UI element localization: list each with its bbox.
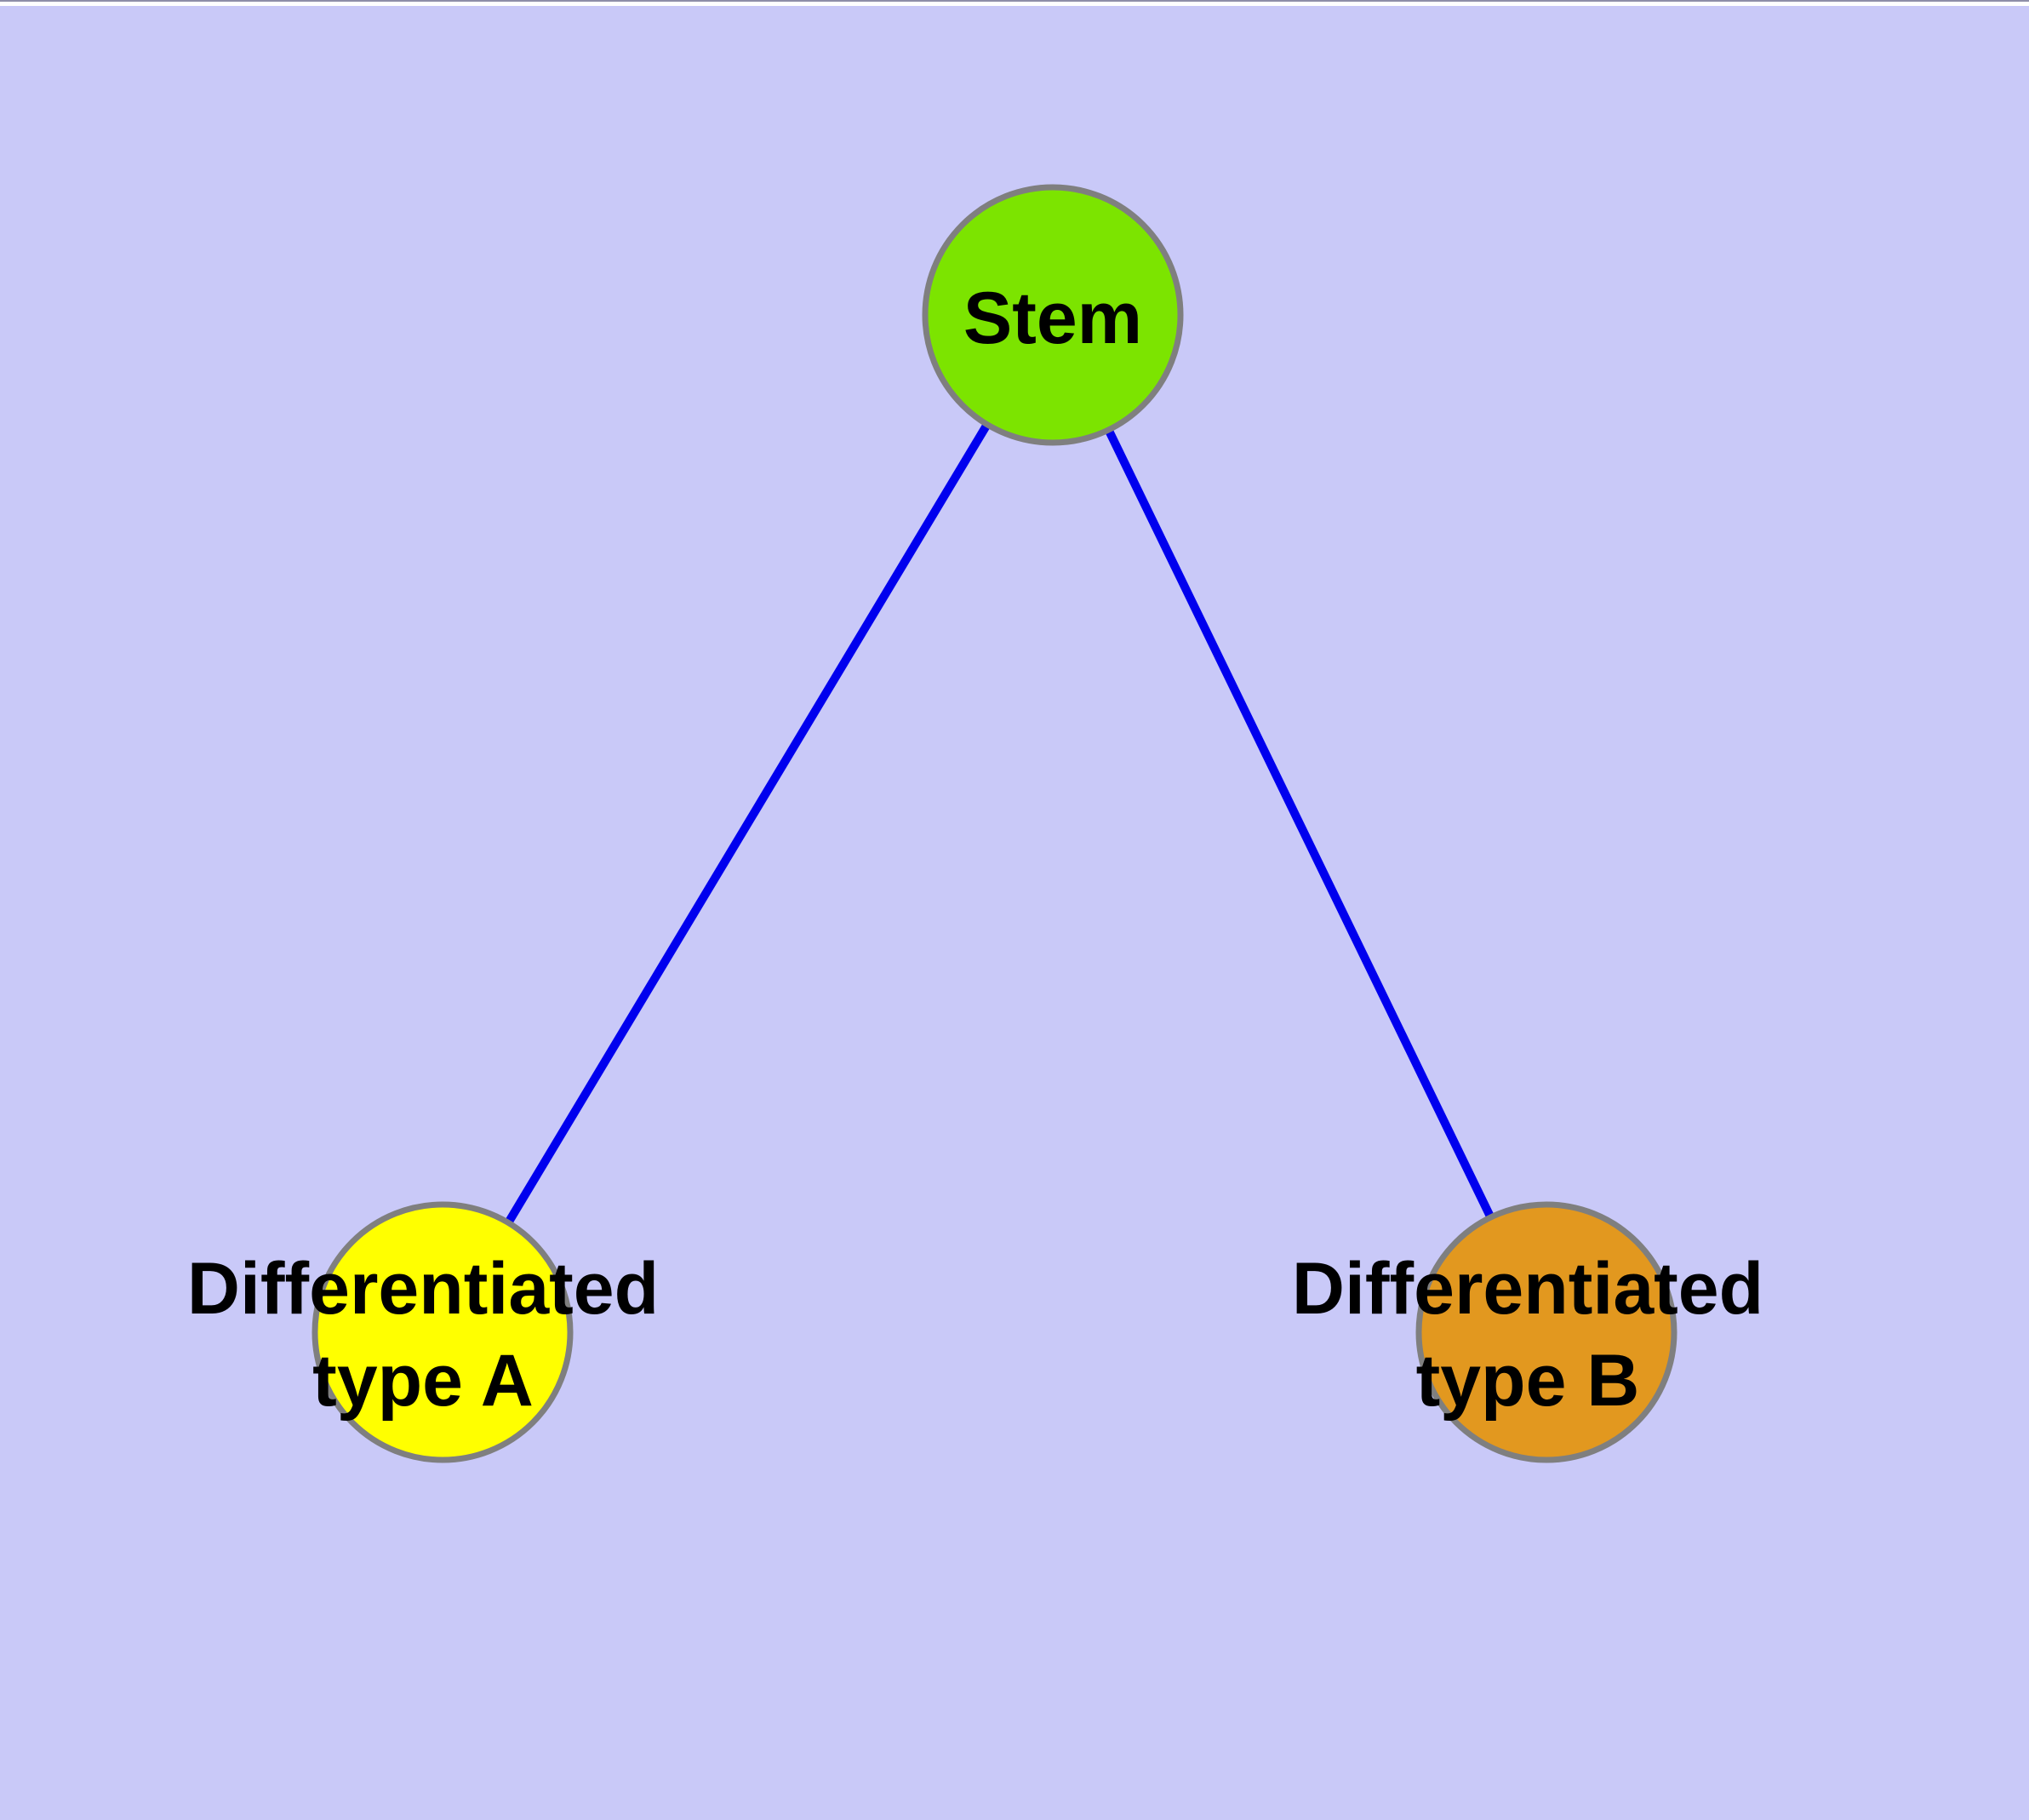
type-a-label-line2: type A (312, 1340, 534, 1422)
window-top-edge (0, 0, 2029, 6)
differentiated-type-a-node-circle (311, 1201, 574, 1463)
stem-node-label: Stem (963, 278, 1143, 359)
differentiated-type-a-node-label: Differentiated type A (187, 1243, 659, 1427)
type-b-label-line1: Differentiated (1291, 1248, 1764, 1330)
differentiated-type-b-node-circle (1415, 1201, 1677, 1463)
type-a-label-line1: Differentiated (186, 1248, 660, 1330)
edge-stem-to-type-b (1049, 312, 1551, 1335)
edge-stem-to-type-a (438, 312, 1057, 1335)
differentiated-type-b-node-label: Differentiated type B (1292, 1243, 1763, 1427)
type-b-label-line2: type B (1415, 1340, 1640, 1422)
stem-node-circle (922, 184, 1184, 446)
